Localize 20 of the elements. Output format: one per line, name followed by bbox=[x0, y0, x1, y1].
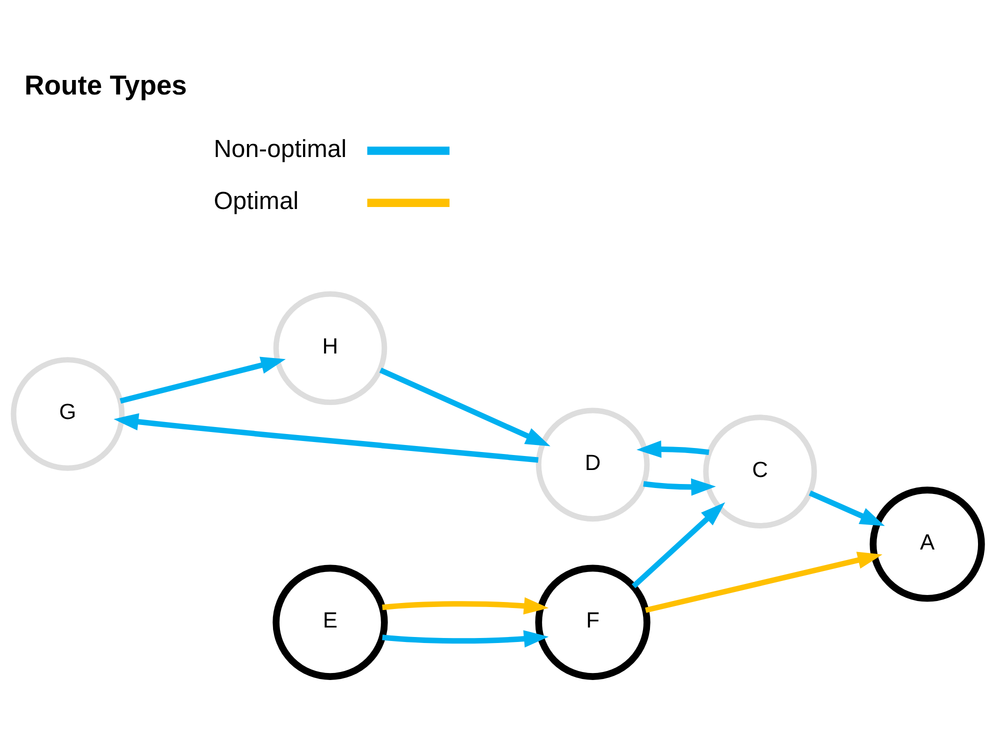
node-circle: F bbox=[535, 564, 650, 680]
arrow bbox=[382, 630, 549, 648]
node-circle: G bbox=[10, 357, 125, 471]
arrow bbox=[645, 552, 882, 613]
arrow bbox=[114, 413, 538, 463]
arrow bbox=[636, 440, 710, 458]
node-circle: A bbox=[870, 486, 985, 602]
node-circle: C bbox=[703, 414, 817, 528]
arrow bbox=[379, 368, 550, 446]
arrow bbox=[632, 502, 726, 588]
node-circle: H bbox=[273, 291, 388, 406]
legend-label: Optimal bbox=[214, 188, 299, 215]
legend-label: Non-optimal bbox=[214, 136, 347, 163]
arrow bbox=[120, 356, 286, 404]
diagram-title: Route Types bbox=[24, 70, 187, 101]
arrow bbox=[808, 490, 885, 526]
node-circle: D bbox=[536, 408, 650, 522]
arrow bbox=[643, 478, 716, 496]
node-circle: E bbox=[272, 564, 388, 680]
arrow bbox=[382, 597, 549, 614]
